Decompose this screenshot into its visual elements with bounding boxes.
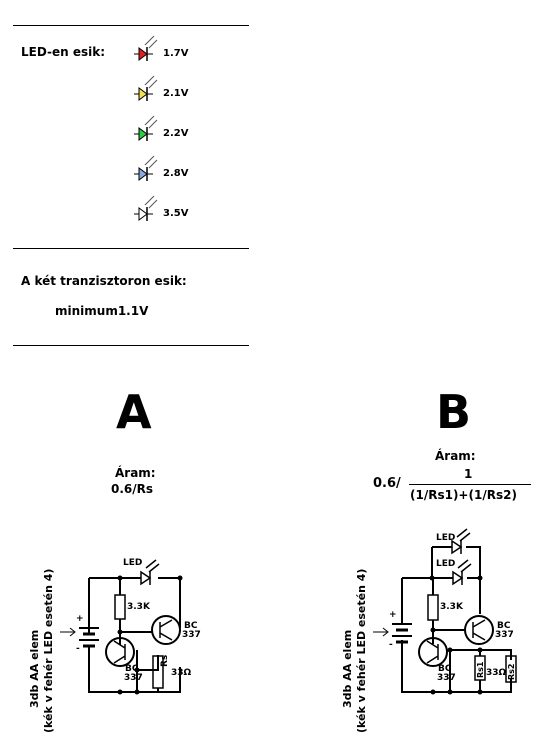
circuit-a-led-icon [140, 559, 160, 586]
circuit-a-formula: 0.6/Rs [111, 482, 154, 496]
circuit-b-led-branch-wire [431, 546, 481, 578]
circuit-a-rs-value: 33Ω [171, 668, 192, 678]
circuit-a-t1-model: 337 [182, 630, 201, 640]
circuit-b-fraction-bar [409, 484, 531, 485]
transistor-drop-value: minimum1.1V [55, 304, 149, 318]
circuit-b-label: B [436, 385, 472, 439]
circuit-b-t1-symbol [464, 615, 494, 645]
circuit-b-r1-label: 3.3K [440, 602, 463, 612]
circuit-b-battery-icon [392, 623, 412, 644]
circuit-b-t1-model: 337 [495, 630, 514, 640]
circuit-b-t2-symbol [418, 637, 448, 667]
divider-bottom [13, 345, 249, 346]
led-icon-2 [134, 75, 158, 101]
circuit-b-t2-leads [426, 640, 439, 664]
circuit-a-plus: + [76, 614, 84, 624]
circuit-b-t2-model: 337 [437, 673, 456, 683]
circuit-a-battery-icon [79, 627, 99, 648]
circuit-b-battery-label-1: 3db AA elem [341, 629, 354, 708]
circuit-b-outer-wire [401, 578, 512, 693]
circuit-b-formula-prefix: 0.6/ [373, 476, 401, 491]
circuit-a-t1-leads [159, 619, 173, 641]
led-voltage-2: 2.1V [163, 88, 189, 99]
circuit-b-rs1 [474, 655, 486, 681]
circuit-a-r1 [114, 594, 126, 620]
circuit-a-t1-type: BC [184, 621, 198, 631]
circuit-b-battery-label-2: (kék v fehér LED esetén 4) [355, 568, 368, 733]
circuit-a-minus: - [76, 644, 80, 654]
circuit-b-battery-arrow [373, 627, 389, 637]
circuit-b-rs1-value: 33Ω [486, 668, 507, 678]
circuit-b-r1 [427, 594, 439, 621]
led-voltage-4: 2.8V [163, 168, 189, 179]
divider-top [13, 25, 249, 26]
led-voltage-3: 2.2V [163, 128, 189, 139]
circuit-b-formula-numerator: 1 [464, 467, 473, 481]
circuit-b-current-label: Áram: [435, 449, 476, 463]
circuit-b-rs2 [505, 655, 517, 683]
circuit-a-junctions [117, 575, 183, 695]
led-icon-1 [134, 35, 158, 61]
circuit-b-led-label-2: LED [436, 559, 456, 569]
circuit-b-rs1-label: Rs1 [476, 661, 485, 679]
circuit-a-label: A [116, 385, 152, 439]
circuit-b-formula-denominator: (1/Rs1)+(1/Rs2) [410, 488, 517, 502]
circuit-a-rs [152, 655, 164, 689]
circuit-b-t2-type: BC [438, 664, 452, 674]
led-section-title: LED-en esik: [21, 45, 106, 59]
circuit-a-battery-arrow [60, 627, 76, 637]
circuit-a-t2-type: BC [125, 664, 139, 674]
circuit-a-t2-leads [113, 640, 126, 664]
circuit-b-t1-type: BC [497, 621, 511, 631]
divider-middle [13, 248, 249, 249]
circuit-a-sense-wire [136, 650, 159, 692]
led-icon-5 [134, 195, 158, 221]
led-icon-3 [134, 115, 158, 141]
led-voltage-1: 1.7V [163, 48, 189, 59]
circuit-a-t2-symbol [105, 637, 135, 667]
circuit-b-led-2-icon [452, 559, 472, 586]
transistor-section-title: A két tranzisztoron esik: [21, 274, 187, 288]
circuit-a-t2-model: 337 [124, 673, 143, 683]
led-voltage-5: 3.5V [163, 208, 189, 219]
circuit-b-led-label-1: LED [436, 533, 456, 543]
circuit-b-junctions [429, 575, 483, 695]
circuit-b-rs2-label: Rs2 [507, 663, 516, 681]
circuit-b-t1-leads [472, 619, 486, 641]
circuit-a-current-label: Áram: [115, 466, 156, 480]
circuit-a-t1-symbol [151, 615, 181, 645]
led-icon-4 [134, 155, 158, 181]
circuit-a-r1-label: 3.3K [127, 602, 150, 612]
circuit-a-led-label: LED [123, 558, 143, 568]
circuit-b-plus: + [389, 610, 397, 620]
circuit-b-minus: - [389, 640, 393, 650]
circuit-b-led-1-icon [451, 528, 471, 555]
